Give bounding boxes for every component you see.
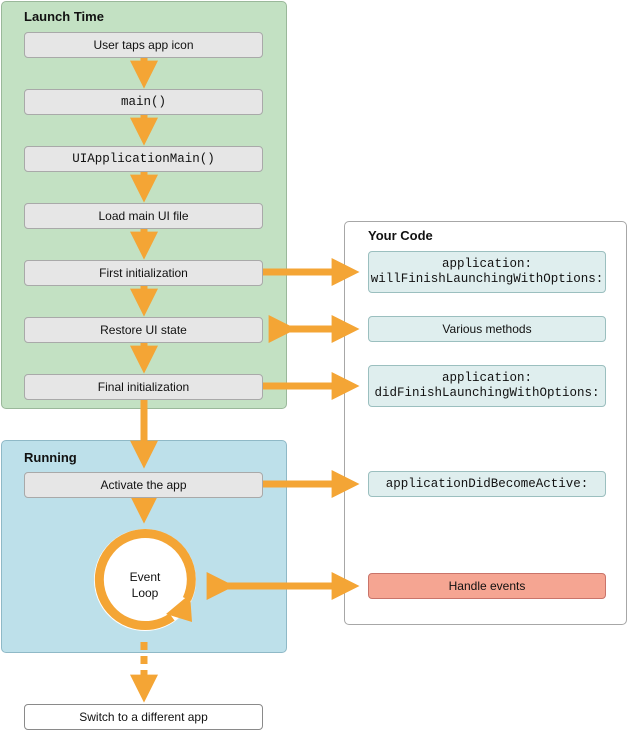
code-various-methods: Various methods <box>368 316 606 342</box>
step-first-initialization: First initialization <box>24 260 263 286</box>
step-switch-app: Switch to a different app <box>24 704 263 730</box>
code-will-finish-launching: application: willFinishLaunchingWithOpti… <box>368 251 606 293</box>
code-did-become-active: applicationDidBecomeActive: <box>368 471 606 497</box>
event-loop-arrowhead <box>166 594 192 622</box>
code-will-finish-line2: willFinishLaunchingWithOptions: <box>370 272 604 286</box>
code-handle-events: Handle events <box>368 573 606 599</box>
step-main: main() <box>24 89 263 115</box>
code-will-finish-line1: application: <box>441 257 532 271</box>
step-restore-ui-state: Restore UI state <box>24 317 263 343</box>
your-code-title: Your Code <box>368 228 433 243</box>
step-user-taps-icon: User taps app icon <box>24 32 263 58</box>
running-title: Running <box>24 450 77 465</box>
event-loop-line2: Loop <box>131 586 159 600</box>
code-did-finish-line2: didFinishLaunchingWithOptions: <box>374 386 600 400</box>
event-loop-ring <box>94 529 196 631</box>
step-load-main-ui: Load main UI file <box>24 203 263 229</box>
code-did-finish-launching: application: didFinishLaunchingWithOptio… <box>368 365 606 407</box>
step-activate-app: Activate the app <box>24 472 263 498</box>
launch-time-title: Launch Time <box>24 9 104 24</box>
code-did-finish-line1: application: <box>441 371 532 385</box>
step-uiapplicationmain: UIApplicationMain() <box>24 146 263 172</box>
event-loop-label: Event Loop <box>110 569 180 601</box>
step-final-initialization: Final initialization <box>24 374 263 400</box>
event-loop-line1: Event <box>129 570 161 584</box>
